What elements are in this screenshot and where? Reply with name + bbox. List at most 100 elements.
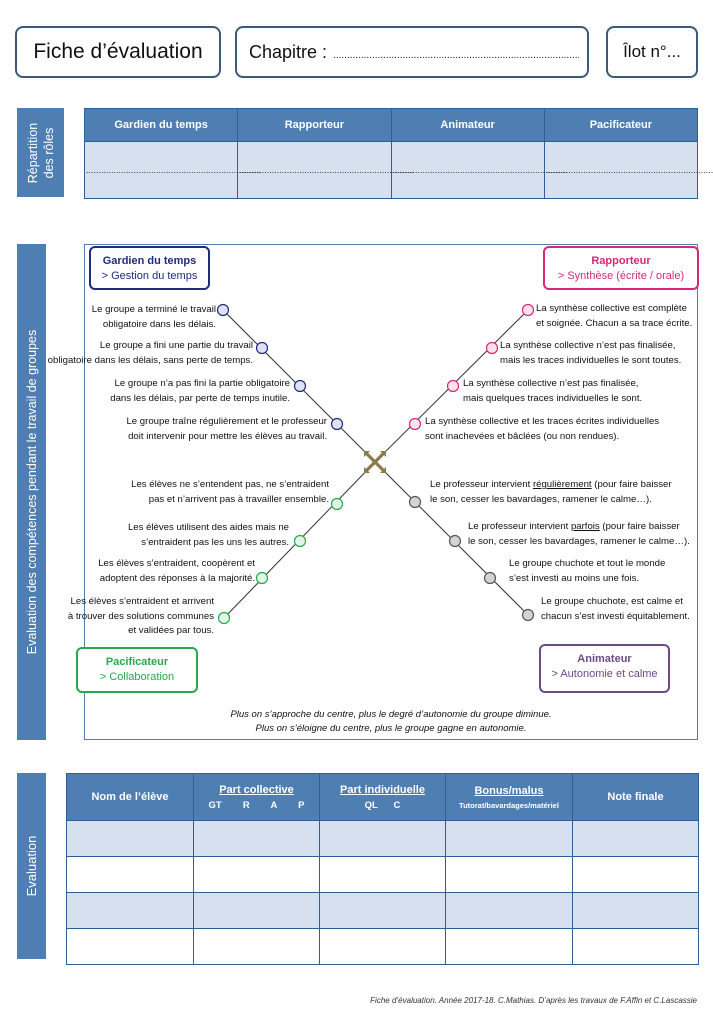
criterion-dot-pacificateur-2[interactable] <box>293 534 307 548</box>
center-arrow-head <box>364 451 370 457</box>
evaluation-side-text: Evaluation <box>23 835 39 897</box>
eval-cell[interactable] <box>319 820 446 857</box>
eval-cell[interactable] <box>193 892 320 929</box>
eval-cell[interactable] <box>319 892 446 929</box>
role-title-pacificateur: Pacificateur <box>105 656 169 668</box>
role-subtitle-pacificateur: > Collaboration <box>99 671 175 683</box>
roles-col-header: Rapporteur <box>237 108 392 142</box>
criterion-dot-animateur-1[interactable] <box>408 495 422 509</box>
table-row <box>66 928 699 965</box>
role-subtitle-animateur: > Autonomie et calme <box>551 668 658 680</box>
criterion-animateur-1: Le professeur intervient régulièrement (… <box>430 479 672 505</box>
criterion-animateur-2: Le professeur intervient parfois (pour f… <box>468 521 690 547</box>
criterion-dot-animateur-3[interactable] <box>483 571 497 585</box>
role-name-field[interactable]: ........................................… <box>543 141 713 199</box>
criterion-rapporteur-4: La synthèse collective et les traces écr… <box>425 416 660 442</box>
role-box-pacificateur: Pacificateur > Collaboration <box>76 647 198 693</box>
role-box-rapporteur: Rapporteur > Synthèse (écrite / orale) <box>543 246 699 290</box>
criterion-dot-rapporteur-1[interactable] <box>521 303 535 317</box>
role-blank: ........................................… <box>86 165 262 175</box>
roles-col-header: Gardien du temps <box>83 108 239 142</box>
criterion-dot-rapporteur-2[interactable] <box>485 341 499 355</box>
criterion-dot-rapporteur-3[interactable] <box>446 379 460 393</box>
center-arrow-head <box>380 451 386 457</box>
criterion-rapporteur-2: La synthèse collective n’est pas finalis… <box>500 340 682 366</box>
roles-table: Gardien du temps Rapporteur Animateur Pa… <box>83 108 713 199</box>
eval-cell[interactable] <box>445 892 573 929</box>
criterion-dot-gardien-2[interactable] <box>255 341 269 355</box>
table-row <box>66 856 699 893</box>
eval-cell[interactable] <box>445 928 573 965</box>
criterion-gardien-4: Le groupe traîne régulièrement et le pro… <box>126 416 327 442</box>
table-row <box>66 892 699 929</box>
eval-cell[interactable] <box>572 892 699 929</box>
eval-cell[interactable] <box>572 928 699 965</box>
role-blank: ........................................… <box>239 165 415 175</box>
competences-side-label: Evaluation des compétences pendant le tr… <box>17 244 46 740</box>
eval-cell[interactable] <box>66 820 194 857</box>
roles-col-header: Animateur <box>390 108 545 142</box>
footer-credit: Fiche d’évaluation. Année 2017-18. C.Mat… <box>370 996 697 1005</box>
role-subtitle-gardien: > Gestion du temps <box>101 270 198 282</box>
role-blank: ........................................… <box>392 165 568 175</box>
role-name-field[interactable]: ........................................… <box>237 141 414 199</box>
center-arrow-head <box>380 467 386 473</box>
eval-cell[interactable] <box>193 856 320 893</box>
criterion-dot-pacificateur-3[interactable] <box>255 571 269 585</box>
role-name-field[interactable]: ........................................… <box>83 141 261 199</box>
eval-cell[interactable] <box>193 820 320 857</box>
criterion-dot-animateur-2[interactable] <box>448 534 462 548</box>
role-title-rapporteur: Rapporteur <box>591 255 651 267</box>
criterion-pacificateur-1: Les élèves ne s’entendent pas, ne s’entr… <box>131 479 329 505</box>
criterion-dot-gardien-1[interactable] <box>216 303 230 317</box>
eval-cell[interactable] <box>445 856 573 893</box>
chapter-label: Chapitre : <box>249 41 328 62</box>
role-blank: ........................................… <box>545 165 713 175</box>
eval-cell[interactable] <box>66 856 194 893</box>
criterion-dot-gardien-3[interactable] <box>293 379 307 393</box>
eval-header-final: Note finale <box>572 773 699 821</box>
sheet-title-box: Fiche d’évaluation <box>15 26 221 78</box>
role-subtitle-rapporteur: > Synthèse (écrite / orale) <box>557 270 685 282</box>
criterion-dot-gardien-4[interactable] <box>330 417 344 431</box>
eval-cell[interactable] <box>319 928 446 965</box>
chapter-blank[interactable]: ........................................… <box>333 49 579 61</box>
roles-col-header: Pacificateur <box>543 108 699 142</box>
eval-cell[interactable] <box>66 892 194 929</box>
role-name-field[interactable]: ........................................… <box>390 141 568 199</box>
eval-header-name: Nom de l’élève <box>66 773 194 821</box>
autonomy-note-2: Plus on s’éloigne du centre, plus le gro… <box>255 723 527 734</box>
criterion-dot-pacificateur-1[interactable] <box>330 497 344 511</box>
center-arrow-head <box>364 467 370 473</box>
chapter-box: Chapitre : .............................… <box>235 26 589 78</box>
eval-cell[interactable] <box>572 820 699 857</box>
role-box-gardien: Gardien du temps > Gestion du temps <box>89 246 210 290</box>
eval-cell[interactable] <box>572 856 699 893</box>
role-title-gardien: Gardien du temps <box>102 255 197 267</box>
competences-frame <box>84 244 698 740</box>
criterion-dot-rapporteur-4[interactable] <box>408 417 422 431</box>
criterion-dot-animateur-4[interactable] <box>521 608 535 622</box>
center-arrow-shaft <box>373 460 386 473</box>
eval-cell[interactable] <box>66 928 194 965</box>
ilot-label[interactable]: Îlot n°... <box>623 42 681 61</box>
eval-cell[interactable] <box>445 820 573 857</box>
criterion-dot-pacificateur-4[interactable] <box>217 611 231 625</box>
ilot-box: Îlot n°... <box>606 26 698 78</box>
criterion-rapporteur-3: La synthèse collective n’est pas finalis… <box>463 378 643 404</box>
eval-cell[interactable] <box>193 928 320 965</box>
center-arrow-shaft <box>364 460 377 473</box>
eval-cell[interactable] <box>319 856 446 893</box>
